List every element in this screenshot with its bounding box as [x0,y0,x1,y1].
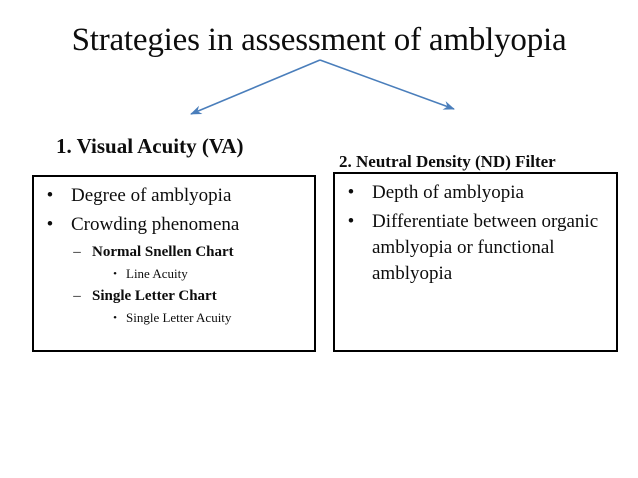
dash-marker-icon: – [73,244,81,260]
bullet-list-visual-acuity: • Degree of amblyopia • Crowding phenome… [38,183,310,328]
bullet-list-neutral-density-filter: • Depth of amblyopia • Differentiate bet… [339,180,612,287]
list-item-label: Depth of amblyopia [372,182,524,203]
list-item: – Normal Snellen Chart [38,241,310,263]
section-heading-neutral-density-filter: 2. Neutral Density (ND) Filter [339,152,556,171]
list-item-label: Degree of amblyopia [71,185,232,206]
list-item-label: Normal Snellen Chart [92,244,234,260]
bullet-marker-icon: • [113,268,117,280]
bullet-marker-icon: • [347,211,355,232]
list-item: • Single Letter Acuity [38,308,310,328]
bullet-marker-icon: • [347,182,355,203]
page-title: Strategies in assessment of amblyopia [71,22,567,58]
list-item-label: Crowding phenomena [71,214,240,235]
list-item: • Degree of amblyopia [38,183,310,209]
list-item-label: Single Letter Chart [92,288,217,304]
list-item-label: Line Acuity [126,266,188,281]
bullet-marker-icon: • [113,312,117,324]
section-heading-visual-acuity: 1. Visual Acuity (VA) [56,134,244,158]
bullet-marker-icon: • [46,214,54,235]
list-item: – Single Letter Chart [38,285,310,307]
list-item: • Depth of amblyopia [339,180,612,206]
list-item: • Differentiate between organic amblyopi… [339,209,612,287]
list-item: • Line Acuity [38,264,310,284]
content-box-visual-acuity: • Degree of amblyopia • Crowding phenome… [32,175,316,352]
dash-marker-icon: – [73,288,81,304]
list-item-label: Differentiate between organic amblyopia … [372,211,599,284]
list-item-label: Single Letter Acuity [126,310,232,325]
content-box-neutral-density-filter: • Depth of amblyopia • Differentiate bet… [333,172,618,352]
list-item: • Crowding phenomena [38,212,310,238]
bullet-marker-icon: • [46,185,54,206]
